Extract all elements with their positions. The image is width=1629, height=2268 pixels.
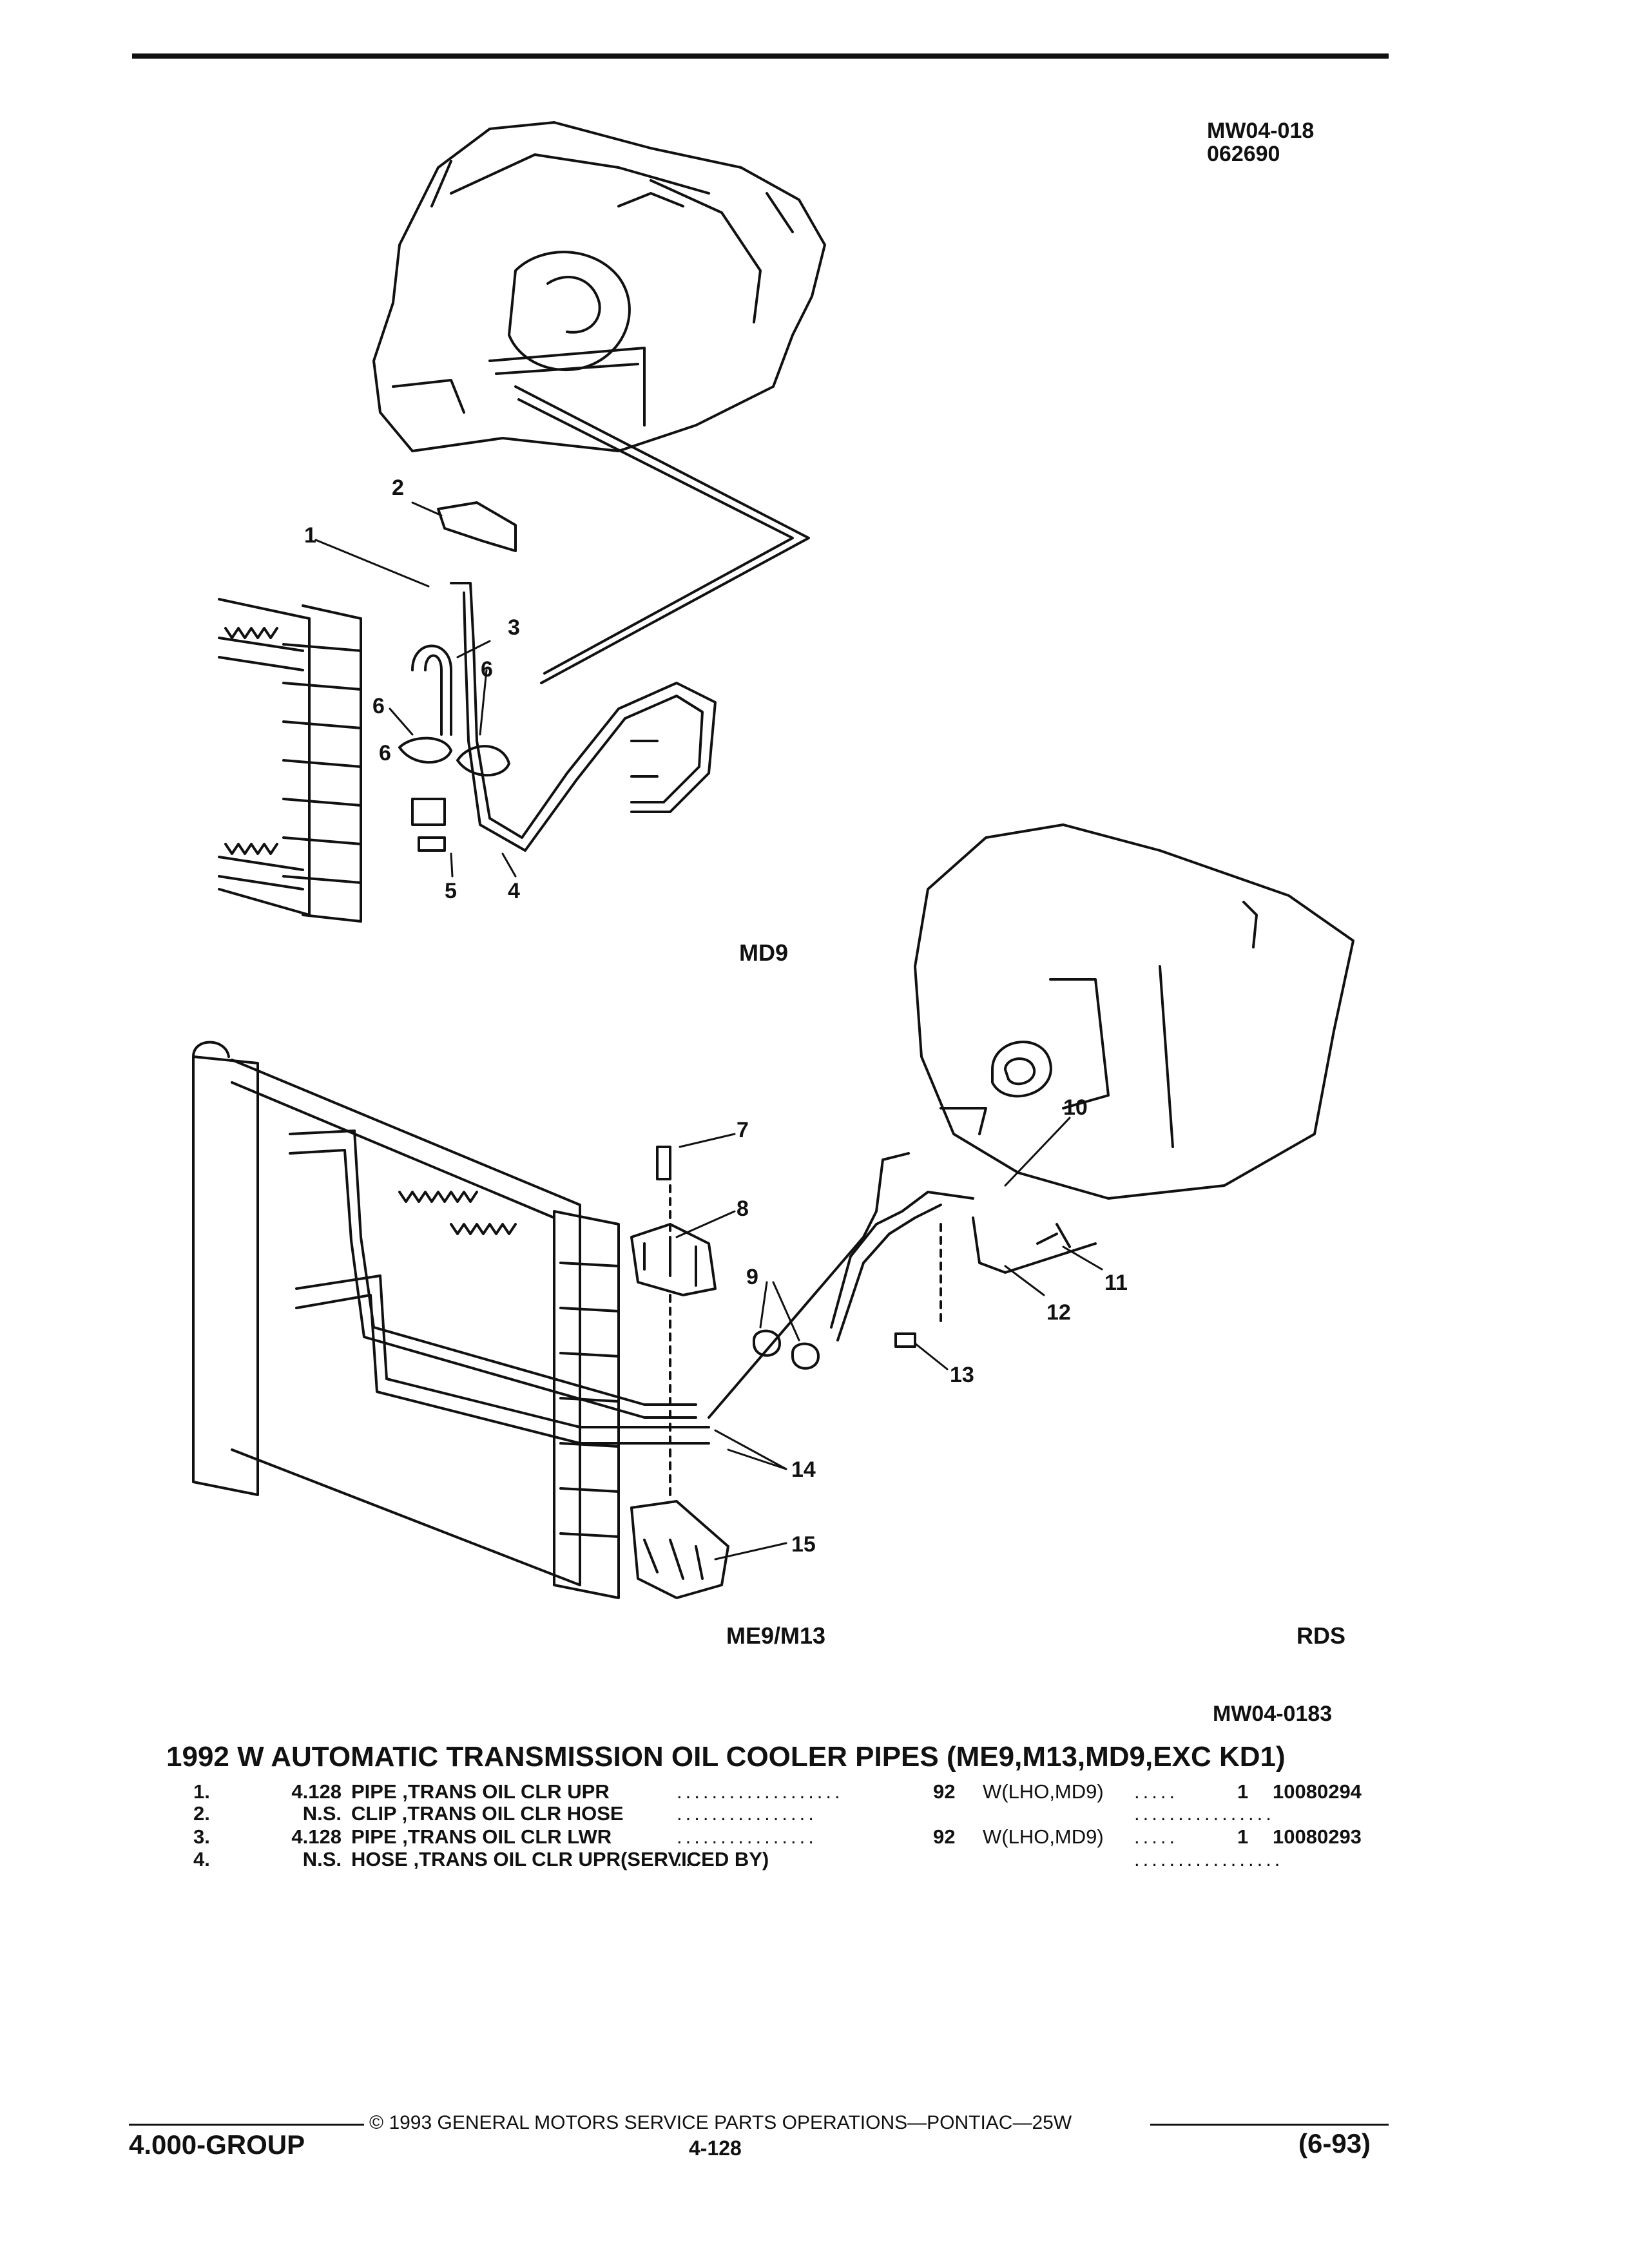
section-title: 1992 W AUTOMATIC TRANSMISSION OIL COOLER… — [166, 1741, 1286, 1773]
part-application: W(LHO,MD9) — [983, 1825, 1104, 1848]
callout-15: 15 — [791, 1532, 816, 1557]
callout-2: 2 — [392, 476, 404, 500]
part-number: 4. — [193, 1848, 210, 1870]
lower-transmission-drawing — [914, 823, 1354, 1200]
part-ref: N.S. — [302, 1802, 342, 1825]
part-description: CLIP ,TRANS OIL CLR HOSE — [351, 1802, 624, 1825]
footer-page-number: 4-128 — [689, 2137, 742, 2160]
parts-row: 4. N.S. HOSE ,TRANS OIL CLR UPR(SERVICED… — [0, 1848, 1629, 1871]
part-qty: 1 — [1237, 1825, 1249, 1848]
diagram-code-top-line1: MW04-018 — [1207, 119, 1315, 143]
part-leader-dots-2: ..... — [1134, 1825, 1179, 1848]
callout-6b: 6 — [372, 694, 385, 718]
lower-hardware-drawing — [630, 1146, 942, 1599]
part-leader-dots: ................ — [677, 1825, 817, 1848]
part-number: 1. — [193, 1780, 210, 1803]
part-leader-dots-2: ................. — [1134, 1848, 1284, 1870]
callout-1: 1 — [304, 523, 316, 548]
part-ref: 4.128 — [291, 1825, 342, 1848]
lower-pipes-drawing — [289, 1129, 1097, 1445]
part-year: 92 — [933, 1825, 956, 1848]
part-ref: N.S. — [302, 1848, 342, 1870]
part-ref: 4.128 — [291, 1780, 342, 1803]
callout-14: 14 — [791, 1457, 816, 1482]
part-catalog-number: 10080293 — [1273, 1825, 1362, 1848]
upper-transmission-drawing — [372, 121, 826, 452]
part-qty: 1 — [1237, 1780, 1249, 1803]
part-number: 3. — [193, 1825, 210, 1848]
part-catalog-number: 10080294 — [1273, 1780, 1362, 1803]
callout-11: 11 — [1104, 1271, 1128, 1295]
label-rds: RDS — [1296, 1622, 1346, 1649]
parts-row: 3. 4.128 PIPE ,TRANS OIL CLR LWR .......… — [0, 1825, 1629, 1849]
callout-6a: 6 — [481, 657, 493, 682]
callout-3: 3 — [508, 615, 520, 640]
footer-date: (6-93) — [1298, 2128, 1371, 2158]
part-number: 2. — [193, 1802, 210, 1825]
parts-row: 1. 4.128 PIPE ,TRANS OIL CLR UPR .......… — [0, 1780, 1629, 1803]
part-description: PIPE ,TRANS OIL CLR UPR — [351, 1780, 610, 1803]
upper-radiator-drawing — [218, 598, 362, 923]
clip-2-drawing — [437, 501, 517, 552]
leader-lines — [314, 501, 1103, 1561]
part-description: PIPE ,TRANS OIL CLR LWR — [351, 1825, 612, 1848]
label-me9-m13: ME9/M13 — [726, 1622, 826, 1649]
footer-group: 4.000-GROUP — [129, 2129, 305, 2160]
callout-8: 8 — [737, 1196, 749, 1221]
footer-rule-right — [1150, 2124, 1389, 2126]
callout-9: 9 — [746, 1265, 758, 1289]
diagram-code-top-line2: 062690 — [1207, 142, 1280, 166]
diagram-code-bottom: MW04-0183 — [1213, 1702, 1333, 1726]
callout-12: 12 — [1046, 1300, 1071, 1325]
diagram-code-top: MW04-018 062690 — [1207, 119, 1314, 166]
part-description: HOSE ,TRANS OIL CLR UPR(SERVICED BY) — [351, 1848, 769, 1870]
callout-10: 10 — [1063, 1095, 1088, 1120]
callout-6c: 6 — [379, 741, 391, 765]
top-rule — [132, 53, 1389, 59]
label-md9: MD9 — [739, 939, 789, 966]
footer-copyright: © 1993 GENERAL MOTORS SERVICE PARTS OPER… — [369, 2112, 1072, 2133]
part-leader-dots: ................... — [677, 1780, 843, 1803]
part-application: W(LHO,MD9) — [983, 1780, 1104, 1803]
callout-5: 5 — [445, 879, 457, 903]
callout-4: 4 — [508, 879, 520, 903]
part-leader-dots: ................ — [677, 1802, 817, 1825]
callout-13: 13 — [950, 1363, 974, 1387]
upper-pipes-drawing — [398, 385, 810, 852]
part-year: 92 — [933, 1780, 956, 1803]
lower-radiator-drawing — [192, 1041, 620, 1599]
parts-row: 2. N.S. CLIP ,TRANS OIL CLR HOSE .......… — [0, 1802, 1629, 1825]
part-leader-dots: .... — [677, 1848, 712, 1870]
callout-7: 7 — [737, 1118, 749, 1142]
part-leader-dots-2: ................ — [1134, 1802, 1275, 1825]
part-leader-dots-2: ..... — [1134, 1780, 1179, 1803]
footer-rule-left — [129, 2124, 364, 2126]
